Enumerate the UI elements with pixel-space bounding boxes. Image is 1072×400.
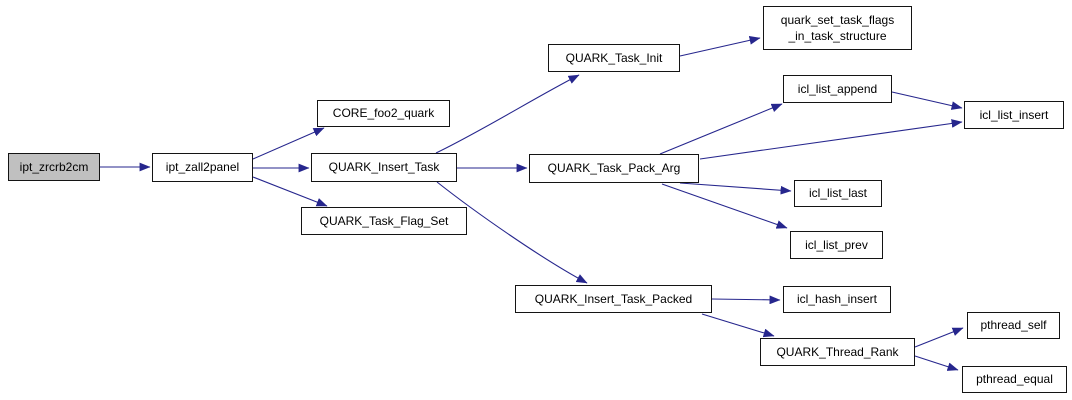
node-ipt-zrcrb2cm: ipt_zrcrb2cm <box>8 153 100 181</box>
edge-QUARK_Task_Pack_Arg-icl_list_insert <box>699 119 963 160</box>
edge-ipt_zall2panel-QUARK_Task_Flag_Set <box>252 176 328 207</box>
node-quark-insert-task[interactable]: QUARK_Insert_Task <box>311 153 457 182</box>
node-core-foo2-quark[interactable]: CORE_foo2_quark <box>317 100 450 127</box>
node-icl-list-prev[interactable]: icl_list_prev <box>790 231 883 259</box>
node-icl-hash-insert[interactable]: icl_hash_insert <box>783 286 891 313</box>
edge-ipt_zall2panel-CORE_foo2_quark <box>252 127 325 160</box>
edge-QUARK_Insert_Task-QUARK_Insert_Task_Packed <box>436 181 588 284</box>
edge-icl_list_append-icl_list_insert <box>891 91 963 110</box>
node-quark-task-pack-arg[interactable]: QUARK_Task_Pack_Arg <box>529 154 699 183</box>
edge-QUARK_Insert_Task-QUARK_Task_Init <box>435 74 580 154</box>
edge-QUARK_Task_Init-quark_set_task_flags <box>679 36 761 57</box>
node-ipt-zall2panel[interactable]: ipt_zall2panel <box>152 153 253 182</box>
edge-QUARK_Insert_Task_Packed-icl_hash_insert <box>711 295 781 305</box>
edge-QUARK_Task_Pack_Arg-icl_list_last <box>679 182 792 195</box>
node-quark-set-task-flags-in-task-structure[interactable]: quark_set_task_flags _in_task_structure <box>763 6 912 50</box>
node-quark-task-init[interactable]: QUARK_Task_Init <box>548 44 680 72</box>
node-quark-task-flag-set[interactable]: QUARK_Task_Flag_Set <box>301 207 467 235</box>
edge-QUARK_Task_Pack_Arg-icl_list_append <box>659 103 783 155</box>
node-icl-list-insert[interactable]: icl_list_insert <box>964 101 1064 129</box>
edge-QUARK_Task_Pack_Arg-icl_list_prev <box>661 183 788 229</box>
node-pthread-equal[interactable]: pthread_equal <box>962 366 1067 393</box>
node-pthread-self[interactable]: pthread_self <box>967 312 1060 339</box>
edge-QUARK_Insert_Task_Packed-QUARK_Thread_Rank <box>701 313 775 338</box>
node-quark-insert-task-packed[interactable]: QUARK_Insert_Task_Packed <box>515 285 712 313</box>
node-quark-thread-rank[interactable]: QUARK_Thread_Rank <box>760 338 915 366</box>
node-icl-list-append[interactable]: icl_list_append <box>783 75 892 103</box>
edge-QUARK_Thread_Rank-pthread_self <box>914 327 964 348</box>
node-icl-list-last[interactable]: icl_list_last <box>794 180 882 207</box>
edge-QUARK_Thread_Rank-pthread_equal <box>914 355 959 371</box>
